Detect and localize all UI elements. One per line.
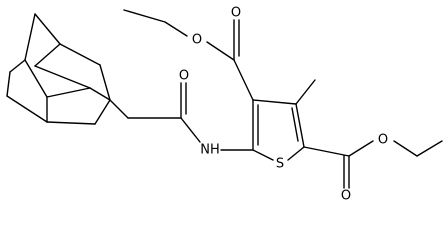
structure-canvas: O NH S O O O O	[6, 5, 443, 204]
thiophene-ring	[252, 99, 305, 161]
bond	[24, 13, 36, 61]
bond	[34, 43, 61, 67]
bond	[34, 65, 91, 89]
bond	[9, 59, 26, 73]
methyl-group	[295, 79, 316, 105]
bond	[46, 121, 96, 125]
atom-label-ester-top-carbonyl-oxygen: O	[231, 6, 241, 21]
ester-top	[123, 9, 254, 101]
bond	[416, 140, 443, 157]
acetamide-linker	[109, 82, 254, 151]
bond	[295, 79, 316, 105]
bond	[303, 146, 350, 157]
bond	[164, 21, 188, 37]
bond	[6, 71, 11, 97]
bond	[109, 99, 129, 119]
atom-label-sulfur: S	[276, 157, 284, 172]
atom-label-nh: NH	[200, 143, 220, 158]
atom-label-ester-bottom-carbonyl-oxygen: O	[341, 189, 351, 204]
bond	[348, 140, 374, 157]
bond	[287, 146, 305, 161]
bond	[180, 117, 201, 143]
atom-labels: O NH S O O O O	[179, 6, 388, 204]
bond	[24, 59, 48, 98]
bond	[59, 43, 101, 66]
atom-label-amide-oxygen: O	[179, 69, 189, 84]
bond	[46, 87, 91, 98]
bond	[291, 107, 299, 142]
adamantyl-group	[6, 13, 111, 125]
bond	[233, 59, 254, 101]
bond	[34, 13, 61, 45]
bond	[123, 9, 166, 23]
molecule-diagram: O NH S O O O O	[6, 6, 443, 204]
bond	[99, 64, 111, 101]
bond	[252, 99, 297, 105]
bond	[6, 95, 48, 123]
bond	[89, 87, 111, 101]
atom-label-ester-top-ether-oxygen: O	[192, 33, 202, 48]
bond	[94, 99, 111, 125]
bond	[206, 41, 235, 61]
bond	[252, 149, 274, 161]
atom-label-ester-bottom-ether-oxygen: O	[378, 133, 388, 148]
bond	[393, 140, 418, 157]
bond	[295, 103, 305, 148]
ester-bottom	[303, 140, 443, 189]
